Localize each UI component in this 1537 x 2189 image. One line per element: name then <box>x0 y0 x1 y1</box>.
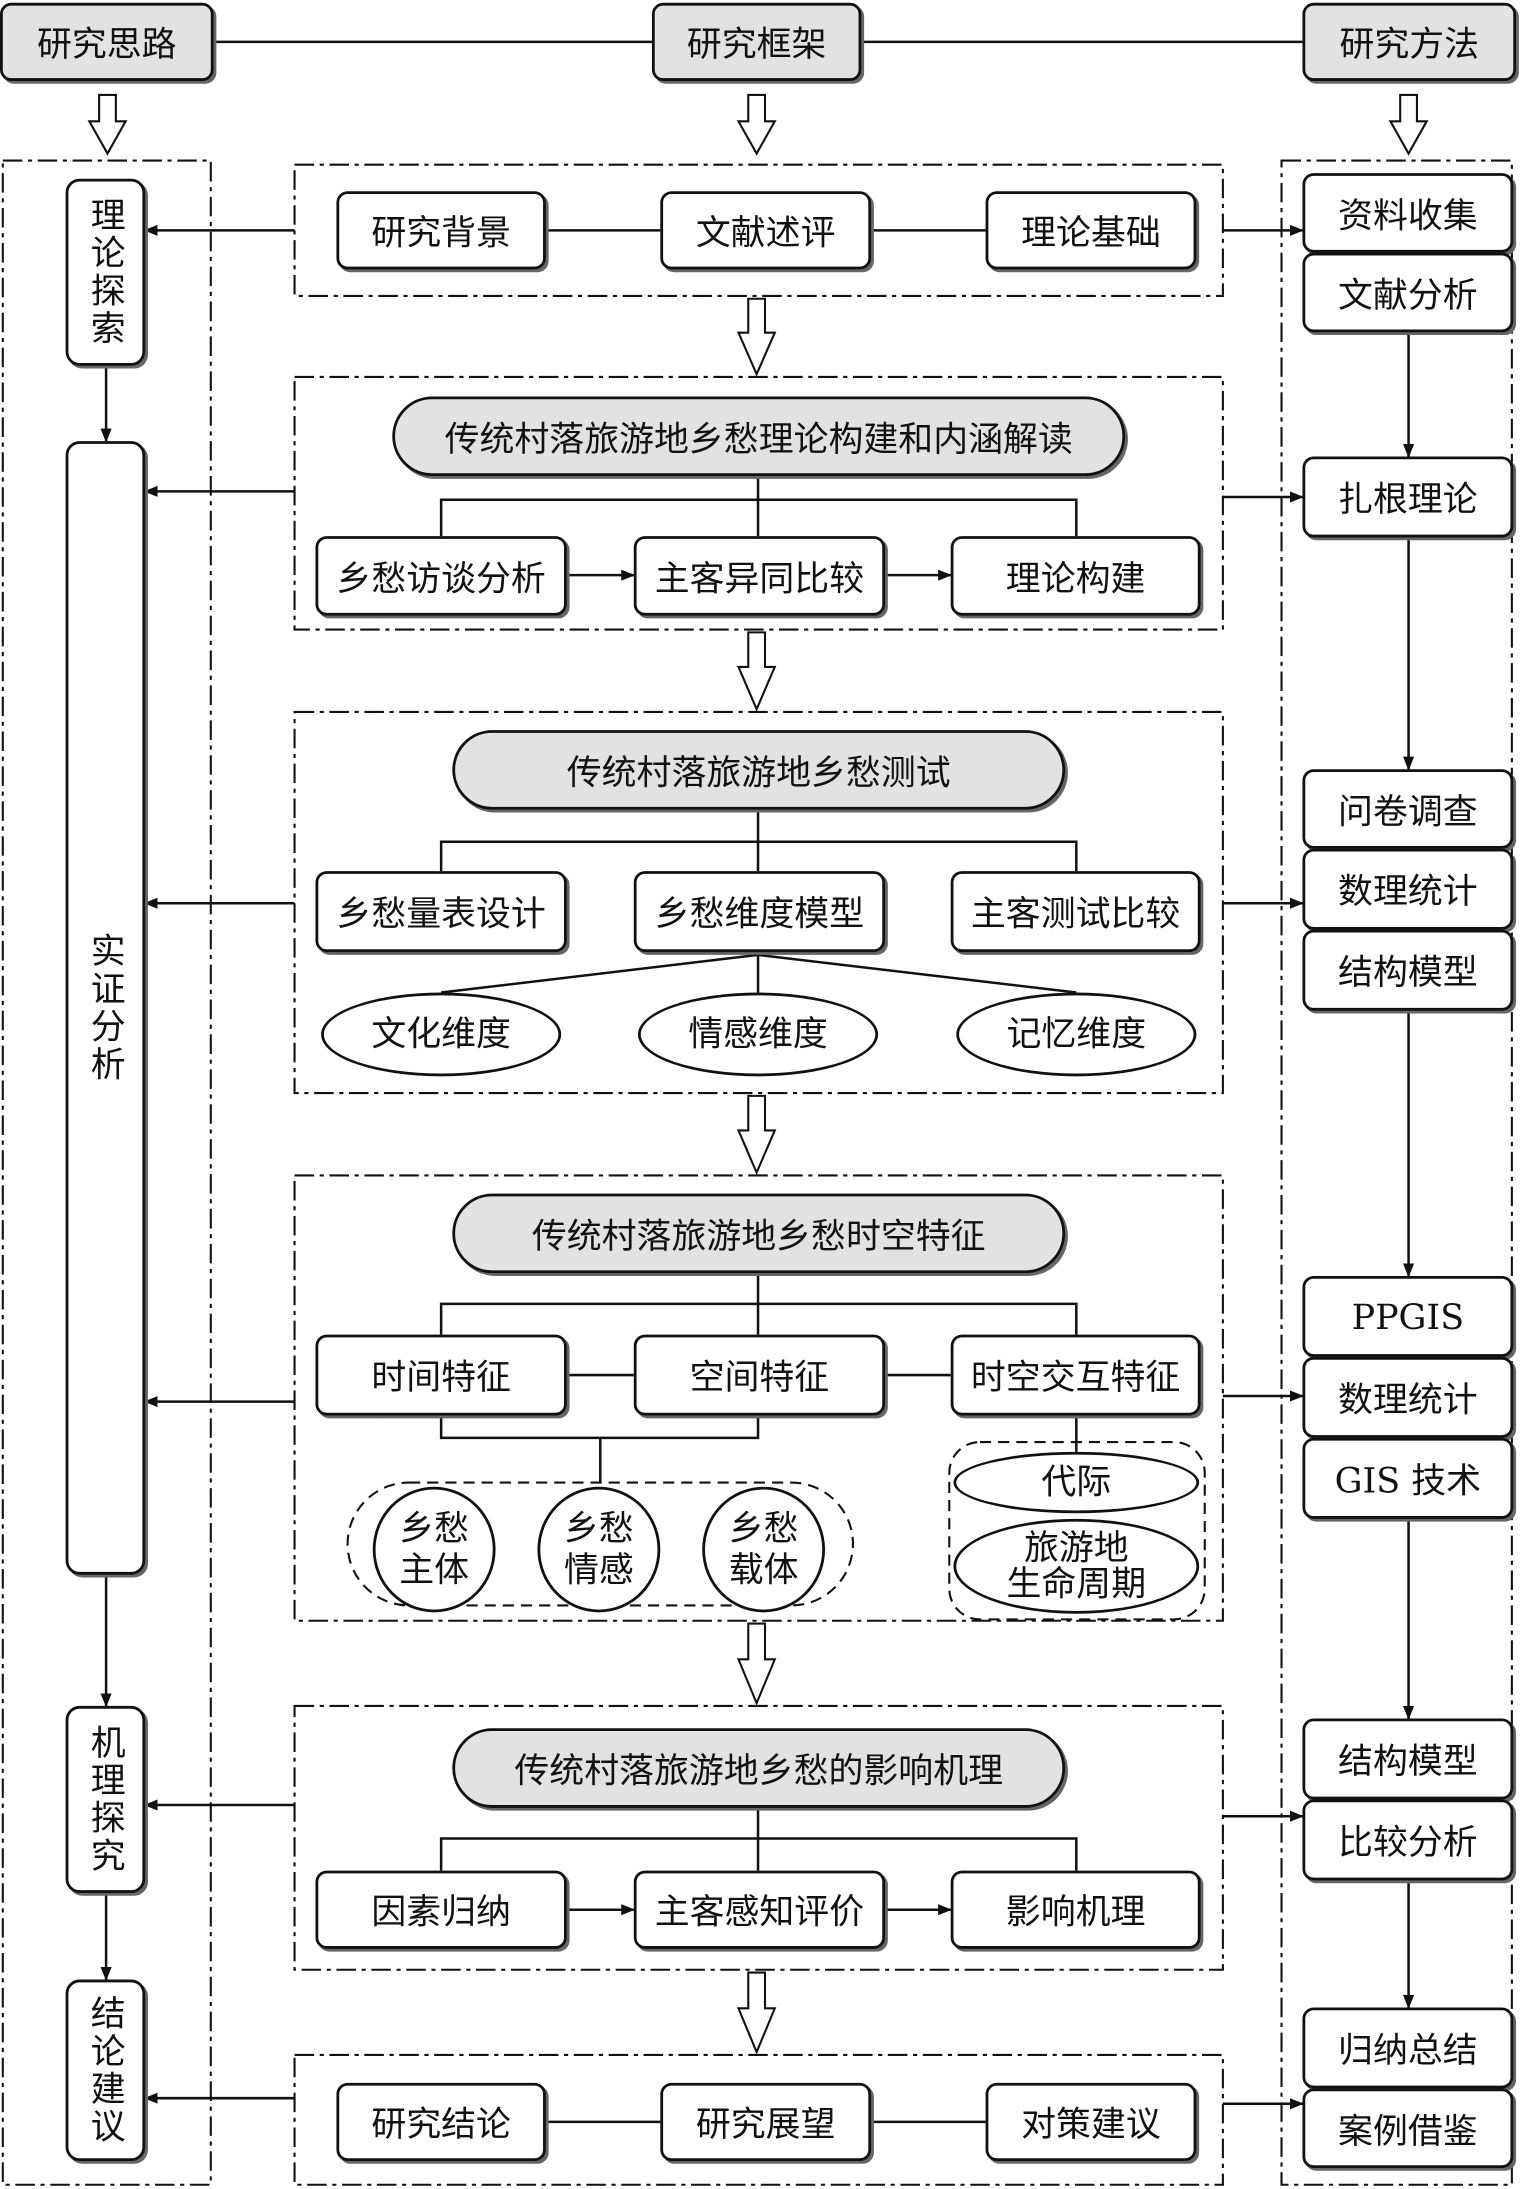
header-research-idea: 研究思路 <box>0 2 214 81</box>
s4-destination-lifecycle: 旅游地 生命周期 <box>953 1518 1200 1614</box>
s4-spatial-feature: 空间特征 <box>633 1334 886 1416</box>
s6-conclusion: 研究结论 <box>336 2082 546 2162</box>
method-literature-analysis: 文献分析 <box>1302 252 1514 333</box>
s1-theoretical-basis: 理论基础 <box>985 191 1197 270</box>
s3-title: 传统村落旅游地乡愁测试 <box>452 730 1066 810</box>
s2-host-guest-comparison: 主客异同比较 <box>633 536 886 616</box>
left-empirical-analysis: 实证分析 <box>65 441 146 1575</box>
s3-emotional-dimension: 情感维度 <box>637 992 879 1077</box>
hollow-arrow-down-icon <box>736 1094 777 1176</box>
s1-research-background: 研究背景 <box>336 191 546 270</box>
s3-host-guest-test: 主客测试比较 <box>950 871 1201 953</box>
hollow-arrow-down-icon <box>736 297 777 377</box>
s5-factor-induction: 因素归纳 <box>315 1870 567 1949</box>
header-research-framework: 研究框架 <box>651 2 862 81</box>
method-data-collection: 资料收集 <box>1302 173 1514 253</box>
method-structural-model-2: 结构模型 <box>1302 1718 1514 1800</box>
s3-memory-dimension: 记忆维度 <box>956 992 1197 1077</box>
method-questionnaire: 问卷调查 <box>1302 769 1514 849</box>
hollow-arrow-down-icon <box>736 93 777 156</box>
s4-title: 传统村落旅游地乡愁时空特征 <box>452 1193 1066 1274</box>
hollow-arrow-down-icon <box>736 631 777 712</box>
hollow-arrow-down-icon <box>1388 93 1429 156</box>
s3-scale-design: 乡愁量表设计 <box>315 871 567 953</box>
method-structural-model: 结构模型 <box>1302 929 1514 1011</box>
s3-dimension-model: 乡愁维度模型 <box>633 871 886 953</box>
s2-interview-analysis: 乡愁访谈分析 <box>315 536 567 616</box>
method-case-reference: 案例借鉴 <box>1302 2088 1514 2168</box>
hollow-arrow-down-icon <box>87 93 128 156</box>
method-ppgis: PPGIS <box>1302 1275 1514 1357</box>
method-statistics-2: 数理统计 <box>1302 1356 1514 1438</box>
hollow-arrow-down-icon <box>736 1971 777 2055</box>
s5-perception-evaluation: 主客感知评价 <box>633 1870 886 1949</box>
s4-temporal-feature: 时间特征 <box>315 1334 567 1416</box>
s3-cultural-dimension: 文化维度 <box>321 992 562 1077</box>
s4-nostalgia-emotion: 乡愁 情感 <box>537 1486 661 1613</box>
method-comparative-analysis: 比较分析 <box>1302 1799 1514 1881</box>
s4-spatiotemporal-feature: 时空交互特征 <box>950 1334 1201 1416</box>
header-research-method: 研究方法 <box>1302 2 1517 81</box>
left-theory-exploration: 理论探索 <box>65 178 146 366</box>
s5-influence-mechanism: 影响机理 <box>950 1870 1201 1949</box>
method-induction-summary: 归纳总结 <box>1302 2007 1514 2089</box>
s6-outlook: 研究展望 <box>660 2082 872 2162</box>
s4-nostalgia-subject: 乡愁 主体 <box>372 1486 496 1613</box>
s2-theory-construction: 理论构建 <box>950 536 1201 616</box>
s2-title: 传统村落旅游地乡愁理论构建和内涵解读 <box>392 396 1126 477</box>
method-gis: GIS 技术 <box>1302 1437 1514 1519</box>
s4-nostalgia-carrier: 乡愁 载体 <box>702 1486 826 1613</box>
left-conclusion-suggestion: 结论建议 <box>65 1979 146 2162</box>
s1-literature-review: 文献述评 <box>660 191 872 270</box>
s4-generation: 代际 <box>953 1451 1200 1514</box>
s6-countermeasures: 对策建议 <box>985 2082 1197 2162</box>
hollow-arrow-down-icon <box>736 1622 777 1706</box>
method-grounded-theory: 扎根理论 <box>1302 456 1514 538</box>
hollow-down-arrows <box>87 93 1429 2055</box>
method-statistics: 数理统计 <box>1302 848 1514 930</box>
left-mechanism-inquiry: 机理探究 <box>65 1705 146 1893</box>
s5-title: 传统村落旅游地乡愁的影响机理 <box>452 1728 1066 1808</box>
